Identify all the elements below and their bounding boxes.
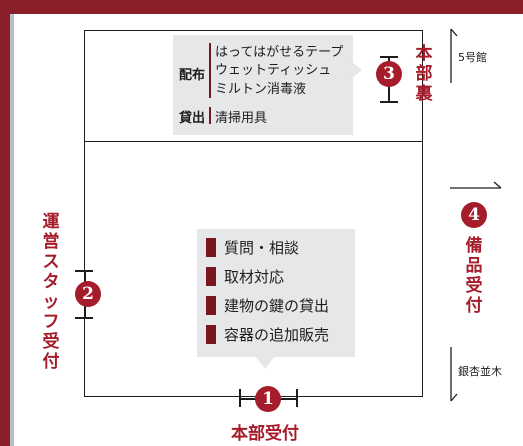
info-panel <box>197 229 355 357</box>
station-1-label: 本部受付 <box>231 424 299 444</box>
equipment-direction-arrow <box>450 181 502 189</box>
station-4-label: 備品受付 <box>465 236 483 316</box>
station-2-badge: 2 <box>75 281 101 307</box>
distribution-item: はってはがせるテープ <box>215 45 344 60</box>
left-decoration <box>0 14 10 446</box>
building-label: 5号館 <box>458 51 487 64</box>
info-item-marker <box>206 325 216 344</box>
station-1-badge: 1 <box>255 386 281 412</box>
info-item-marker <box>206 238 216 257</box>
distribution-item: ウェットティッシュ <box>215 63 332 78</box>
info-panel-pointer <box>255 356 275 369</box>
distribution-divider <box>209 43 211 98</box>
building-direction-arrow <box>450 28 458 83</box>
lending-item: 清掃用具 <box>215 111 268 126</box>
station-1-tick <box>239 389 241 407</box>
station-2-tick <box>75 317 93 319</box>
info-item: 取材対応 <box>224 268 285 286</box>
lending-label: 貸出 <box>179 111 206 126</box>
avenue-direction-arrow <box>450 347 458 402</box>
lending-divider <box>209 107 211 124</box>
distribution-label: 配布 <box>179 68 206 83</box>
station-4-badge: 4 <box>461 202 487 228</box>
station-2-tick <box>75 270 93 272</box>
distribution-panel-pointer <box>350 60 362 80</box>
station-2-label: 運営スタッフ受付 <box>42 212 60 372</box>
left-decoration-accent <box>10 14 14 446</box>
distribution-panel <box>173 35 353 135</box>
distribution-item: ミルトン消毒液 <box>215 82 307 97</box>
station-3-label: 本部裏 <box>415 44 433 104</box>
station-3-badge: 3 <box>376 61 402 87</box>
station-3-tick <box>380 56 398 58</box>
info-item: 建物の鍵の貸出 <box>224 297 330 315</box>
station-3-tick <box>380 101 398 103</box>
info-item: 質問・相談 <box>224 239 300 257</box>
main-area-outline <box>84 141 423 397</box>
station-1-tick <box>296 389 298 407</box>
top-banner <box>0 0 523 14</box>
info-item-marker <box>206 296 216 315</box>
info-item-marker <box>206 267 216 286</box>
avenue-label: 銀杏並木 <box>458 365 502 378</box>
info-item: 容器の追加販売 <box>224 326 330 344</box>
